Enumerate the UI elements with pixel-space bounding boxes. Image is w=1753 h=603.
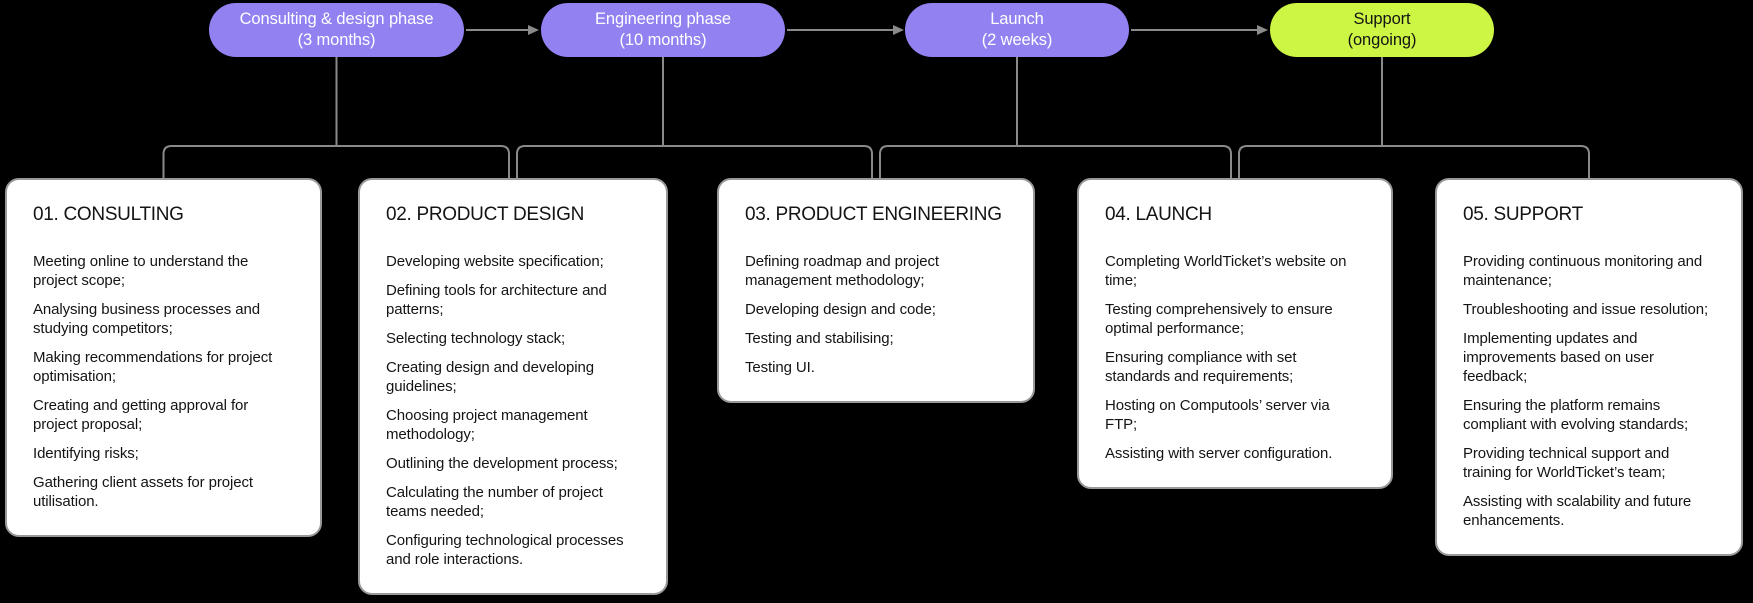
card-item: Hosting on Computools’ server via FTP; [1105,397,1330,433]
card-item: Testing comprehensively to ensure optima… [1105,301,1333,337]
connector-bracket [1238,145,1590,179]
card-item: Ensuring the platform remains compliant … [1463,397,1689,433]
card-item: Providing continuous monitoring and main… [1463,253,1703,289]
card-title: 01. CONSULTING [33,204,184,225]
phase-label: Support [1353,10,1411,28]
card-item: Assisting with scalability and future en… [1463,493,1692,529]
phase-duration: (10 months) [619,31,707,49]
phase-label: Engineering phase [595,10,731,28]
card-item: Completing WorldTicket’s website on time… [1105,253,1347,289]
phase-duration: (3 months) [297,31,376,49]
card-launch: 04. LAUNCH Completing WorldTicket’s webs… [1077,178,1393,489]
card-item: Testing UI. [745,359,815,376]
card-item: Making recommendations for project optim… [33,349,273,385]
card-title: 02. PRODUCT DESIGN [386,204,585,225]
card-item: Developing design and code; [745,301,936,318]
card-title: 04. LAUNCH [1105,204,1212,225]
phase-pill-support: Support (ongoing) [1270,3,1494,57]
phase-pill-engineering: Engineering phase (10 months) [541,3,785,57]
connector-bracket [516,145,873,179]
card-item: Meeting online to understand the project… [33,253,249,289]
card-item: Assisting with server configuration. [1105,445,1333,462]
phase-label: Consulting & design phase [239,10,434,28]
card-item: Creating and getting approval for projec… [33,397,249,433]
card-item: Defining tools for architecture and patt… [386,282,607,318]
card-item: Defining roadmap and project management … [745,253,939,289]
phase-pill-consulting-design: Consulting & design phase (3 months) [209,3,464,57]
phase-pill-launch: Launch (2 weeks) [905,3,1129,57]
card-product-engineering: 03. PRODUCT ENGINEERING Defining roadmap… [717,178,1035,403]
arrow-right-icon [1257,25,1268,35]
card-item: Selecting technology stack; [386,330,566,347]
card-item: Configuring technological processes and … [386,532,624,568]
arrow-right-icon [528,25,539,35]
card-title: 03. PRODUCT ENGINEERING [745,204,1002,225]
phase-duration: (ongoing) [1347,31,1417,49]
card-consulting: 01. CONSULTING Meeting online to underst… [5,178,322,537]
card-item: Providing technical support and training… [1463,445,1670,481]
card-item: Gathering client assets for project util… [33,474,253,510]
card-item: Testing and stabilising; [745,330,894,347]
card-item: Outlining the development process; [386,455,618,472]
card-support: 05. SUPPORT Providing continuous monitor… [1435,178,1743,556]
card-product-design: 02. PRODUCT DESIGN Developing website sp… [358,178,668,595]
connector-bracket [879,145,1232,179]
phase-label: Launch [990,10,1044,28]
arrow-right-icon [893,25,904,35]
card-item: Developing website specification; [386,253,604,270]
card-item: Troubleshooting and issue resolution; [1463,301,1709,318]
card-item: Implementing updates and improvements ba… [1463,330,1654,385]
card-item: Creating design and developing guideline… [386,359,594,395]
phase-duration: (2 weeks) [981,31,1053,49]
card-item: Calculating the number of project teams … [386,484,603,520]
card-item: Ensuring compliance with set standards a… [1105,349,1297,385]
card-item: Identifying risks; [33,445,139,462]
card-item: Choosing project management methodology; [386,407,588,443]
card-item: Analysing business processes and studyin… [33,301,260,337]
connector-bracket [162,145,510,179]
card-title: 05. SUPPORT [1463,204,1583,225]
